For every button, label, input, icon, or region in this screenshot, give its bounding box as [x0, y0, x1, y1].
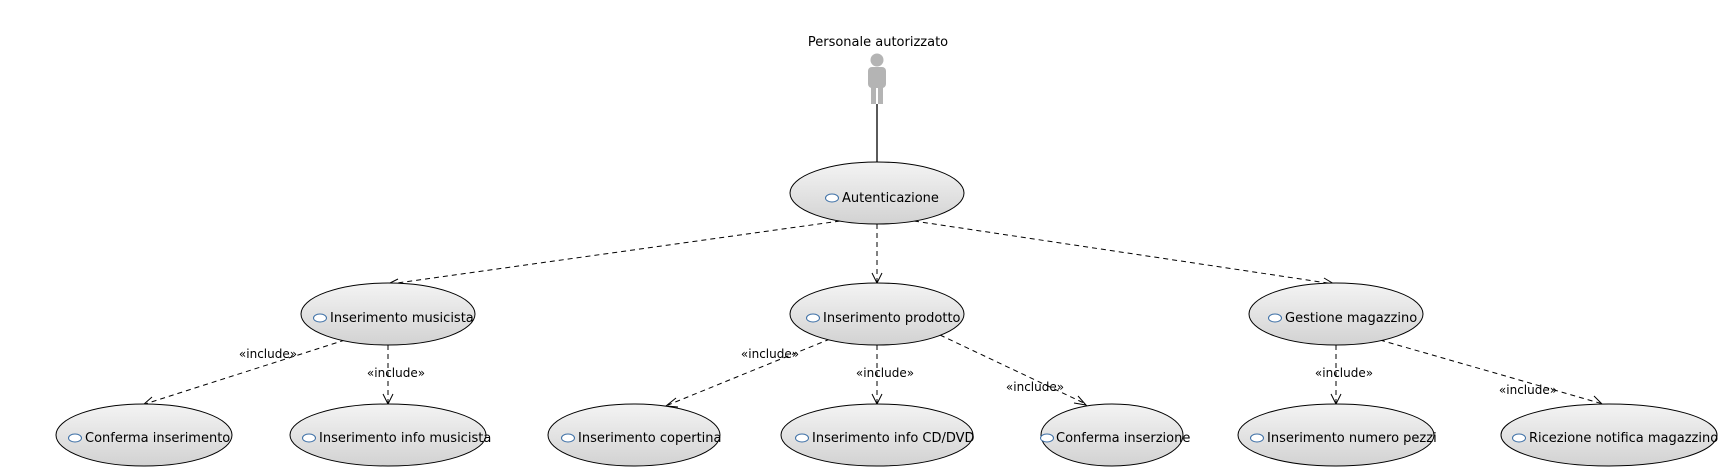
include-label: «include» — [1315, 366, 1373, 380]
use-case-icon — [795, 433, 809, 443]
use-case-icon — [1268, 313, 1282, 323]
use-case-icon — [561, 433, 575, 443]
use-case-inserimento-musicista[interactable]: Inserimento musicista — [300, 282, 476, 346]
use-case-ricezione-notifica-magazzino[interactable]: Ricezione notifica magazzino — [1500, 403, 1718, 467]
use-case-label: Inserimento copertina — [578, 431, 722, 446]
dependency-auth-to-musicista — [386, 220, 841, 290]
include-label: «include» — [239, 347, 297, 361]
include-label: «include» — [367, 366, 425, 380]
use-case-icon — [313, 313, 327, 323]
use-case-icon — [1512, 433, 1526, 443]
use-case-inserimento-copertina[interactable]: Inserimento copertina — [547, 403, 722, 467]
use-case-label: Conferma inserzione — [1056, 431, 1190, 446]
actor-person-icon — [868, 53, 886, 104]
use-case-icon — [825, 193, 839, 203]
actor-label: Personale autorizzato — [808, 35, 948, 50]
use-case-label: Conferma inserimento — [85, 431, 230, 446]
use-case-inserimento-numero-pezzi[interactable]: Inserimento numero pezzi — [1237, 403, 1437, 467]
use-case-inserimento-info-musicista[interactable]: Inserimento info musicista — [289, 403, 491, 467]
use-case-autenticazione[interactable]: Autenticazione — [789, 161, 965, 225]
include-prodotto-conferma — [939, 334, 1088, 406]
include-label: «include» — [1499, 383, 1557, 397]
use-case-inserimento-info-cd-dvd[interactable]: Inserimento info CD/DVD — [780, 403, 975, 467]
use-case-conferma-inserzione[interactable]: Conferma inserzione — [1040, 403, 1191, 467]
use-case-icon — [1040, 433, 1054, 443]
use-case-label: Inserimento numero pezzi — [1267, 431, 1437, 446]
use-case-label: Autenticazione — [842, 191, 939, 206]
use-case-inserimento-prodotto[interactable]: Inserimento prodotto — [789, 282, 965, 346]
include-label: «include» — [1006, 380, 1064, 394]
use-case-icon — [806, 313, 820, 323]
use-case-conferma-inserimento[interactable]: Conferma inserimento — [55, 403, 233, 467]
use-case-label: Inserimento prodotto — [823, 311, 961, 326]
use-case-label: Inserimento musicista — [330, 311, 474, 326]
use-case-icon — [1250, 433, 1264, 443]
include-label: «include» — [741, 347, 799, 361]
use-case-label: Inserimento info CD/DVD — [812, 431, 975, 446]
use-case-label: Ricezione notifica magazzino — [1529, 431, 1718, 446]
use-case-label: Inserimento info musicista — [319, 431, 491, 446]
use-case-label: Gestione magazzino — [1285, 311, 1417, 326]
include-label: «include» — [856, 366, 914, 380]
use-case-icon — [302, 433, 316, 443]
dependency-auth-to-prodotto — [871, 224, 883, 285]
use-case-icon — [68, 433, 82, 443]
include-magazzino-notifica — [1379, 339, 1605, 406]
use-case-gestione-magazzino[interactable]: Gestione magazzino — [1248, 282, 1424, 346]
dependency-auth-to-magazzino — [913, 220, 1336, 290]
